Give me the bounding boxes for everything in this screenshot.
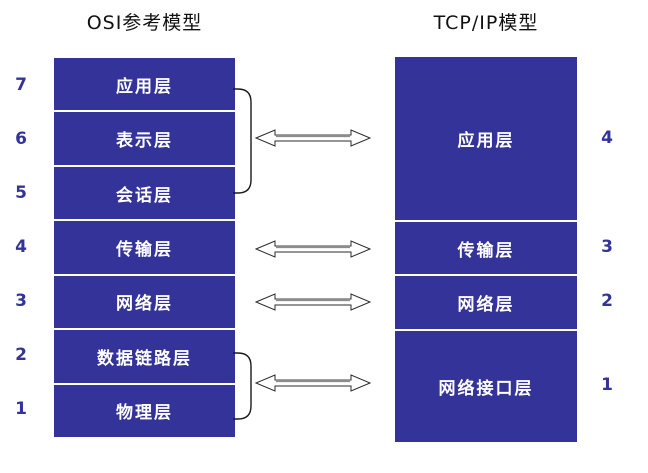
tcpip-layer-number-4: 4: [601, 128, 613, 148]
double-arrow-transport-icon: [255, 240, 371, 258]
osi-layer-number-3: 3: [15, 291, 27, 311]
osi-layer-datalink: 数据链路层: [54, 328, 235, 382]
double-arrow-network-icon: [255, 293, 371, 311]
lower-layers-group-bracket-icon: [233, 352, 252, 420]
osi-layer-number-5: 5: [15, 183, 27, 203]
osi-layer-number-6: 6: [15, 129, 27, 149]
tcpip-layer-number-3: 3: [601, 237, 613, 257]
osi-layer-number-1: 1: [15, 399, 27, 419]
tcpip-model-title: TCP/IP模型: [433, 12, 539, 34]
osi-layer-network: 网络层: [54, 273, 235, 328]
osi-stack: 应用层 表示层 会话层 传输层 网络层 数据链路层 物理层: [54, 58, 235, 437]
osi-layer-application: 应用层: [116, 76, 173, 97]
osi-layer-transport: 传输层: [54, 219, 235, 273]
upper-layers-group-bracket-icon: [233, 88, 252, 194]
double-arrow-application-icon: [255, 129, 371, 147]
tcpip-layer-number-2: 2: [601, 291, 613, 311]
double-arrow-network-interface-icon: [255, 374, 371, 392]
osi-layer-number-2: 2: [15, 345, 27, 365]
tcpip-layer-network-interface: 网络接口层: [395, 329, 577, 442]
osi-layer-physical: 物理层: [54, 382, 235, 437]
osi-layer-number-7: 7: [15, 75, 27, 95]
tcpip-layer-application: 应用层: [457, 131, 515, 151]
osi-layer-number-4: 4: [15, 237, 27, 257]
tcpip-layer-transport: 传输层: [395, 220, 577, 274]
osi-layer-presentation: 表示层: [54, 110, 235, 164]
tcpip-layer-network: 网络层: [395, 274, 577, 329]
osi-model-title: OSI参考模型: [86, 12, 203, 34]
osi-layer-session: 会话层: [54, 164, 235, 219]
tcpip-stack: 应用层 传输层 网络层 网络接口层: [395, 57, 577, 442]
tcpip-layer-number-1: 1: [601, 375, 613, 395]
